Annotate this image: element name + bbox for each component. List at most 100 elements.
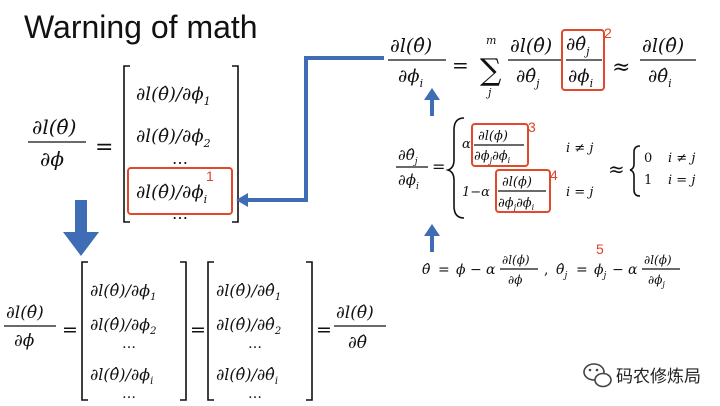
approx-case2-condition: i = j bbox=[668, 173, 695, 188]
update-grad-denominator-2: ∂ϕj bbox=[648, 273, 665, 289]
watermark-text: 码农修炼局 bbox=[616, 367, 701, 387]
lhs-denominator: ∂ϕ bbox=[40, 147, 64, 171]
bottom-vec2-entry-i: ∂l(θ̂)/∂θ̂i bbox=[216, 365, 278, 387]
approx-sign-2: ≈ bbox=[608, 157, 625, 181]
update-comma: , bbox=[544, 262, 548, 278]
highlight-box-2 bbox=[561, 29, 605, 91]
wechat-icon bbox=[583, 363, 612, 388]
bottom-vec1-ellipsis-1: … bbox=[122, 336, 136, 352]
bottom-vec2-right-bracket bbox=[306, 261, 313, 401]
chain-right-numerator: ∂θ̂j bbox=[566, 34, 590, 58]
piece-brace bbox=[445, 117, 465, 219]
highlight-box-1 bbox=[127, 167, 233, 215]
case1-denominator: ∂ϕj∂ϕi bbox=[474, 149, 511, 165]
vector-entry-1: ∂l(θ̂)/∂ϕ1 bbox=[136, 84, 211, 108]
bottom-vec2-left-bracket bbox=[207, 261, 214, 401]
update-rule-equation: θ̂ = ϕ − α ∂l(ϕ) ∂ϕ , θ̂j = ϕj 5 − α ∂l(… bbox=[422, 241, 680, 289]
update-phi: ϕ bbox=[456, 262, 466, 278]
update-alpha-1: α bbox=[486, 262, 496, 278]
bottom-vec2-entry-2: ∂l(θ̂)/∂θ̂2 bbox=[216, 315, 281, 337]
update-minus-2: − bbox=[612, 262, 624, 278]
chain-lhs-numerator: ∂l(θ̂) bbox=[390, 35, 432, 57]
bottom-vec1-ellipsis-2: … bbox=[122, 386, 136, 402]
up-arrow-small-2 bbox=[424, 224, 440, 252]
piece-lhs-numerator: ∂θ̂j bbox=[398, 146, 418, 167]
case2-condition: i = j bbox=[566, 185, 593, 200]
connector-line bbox=[244, 56, 384, 202]
bottom-vec2-ellipsis-1: … bbox=[248, 336, 262, 352]
chain-approx-denominator: ∂θ̂i bbox=[648, 66, 672, 90]
approx-case2-value: 1 bbox=[644, 173, 652, 188]
chain-rule-equation: ∂l(θ̂) ∂ϕi = ∑ m j ∂l(θ̂) ∂θ̂j ∂θ̂j ∂ϕi … bbox=[388, 25, 696, 99]
bottom-vec1-entry-i: ∂l(θ̂)/∂ϕi bbox=[90, 365, 153, 387]
lhs-numerator: ∂l(θ̂) bbox=[32, 115, 76, 139]
update-theta-hat: θ̂ bbox=[422, 262, 431, 278]
bottom-equals-1: = bbox=[62, 319, 78, 341]
up-arrow-small-1 bbox=[424, 88, 440, 116]
right-bracket bbox=[232, 65, 239, 223]
vector-entry-2: ∂l(θ̂)/∂ϕ2 bbox=[136, 126, 211, 150]
approx-sign-1: ≈ bbox=[612, 55, 630, 80]
bottom-lhs-numerator: ∂l(θ̂) bbox=[6, 303, 44, 323]
update-grad-denominator-1: ∂ϕ bbox=[508, 273, 522, 287]
bottom-rhs-denominator: ∂θ̂ bbox=[348, 333, 367, 353]
bottom-rhs-numerator: ∂l(θ̂) bbox=[336, 303, 374, 323]
marker-3: 3 bbox=[528, 119, 536, 135]
update-phi-j: ϕj bbox=[594, 262, 607, 281]
update-equals-2: = bbox=[576, 262, 588, 278]
case1-numerator: ∂l(ϕ) bbox=[478, 129, 508, 144]
highlight-box-4 bbox=[495, 169, 551, 213]
update-grad-numerator-1: ∂l(ϕ) bbox=[502, 253, 530, 267]
slide-title: Warning of math bbox=[24, 9, 258, 45]
marker-4: 4 bbox=[550, 167, 558, 183]
approx-case1-condition: i ≠ j bbox=[668, 151, 695, 166]
bottom-vec1-left-bracket bbox=[81, 261, 88, 401]
approx-brace bbox=[629, 145, 641, 197]
chain-right-denominator: ∂ϕi bbox=[568, 66, 593, 90]
update-minus-1: − bbox=[470, 262, 482, 278]
vector-ellipsis-2: … bbox=[172, 204, 188, 223]
chain-mid-numerator: ∂l(θ̂) bbox=[510, 35, 552, 57]
gradient-equality-row: ∂l(θ̂) ∂ϕ = ∂l(θ̂)/∂ϕ1 ∂l(θ̂)/∂ϕ2 … ∂l(θ… bbox=[4, 261, 386, 402]
vector-ellipsis-1: … bbox=[172, 149, 188, 168]
sum-lower: j bbox=[485, 86, 492, 99]
approx-case1-value: 0 bbox=[644, 151, 652, 166]
bottom-vec1-entry-2: ∂l(θ̂)/∂ϕ2 bbox=[90, 315, 156, 337]
bottom-equals-3: = bbox=[316, 319, 332, 341]
marker-1: 1 bbox=[206, 168, 214, 184]
marker-2: 2 bbox=[604, 25, 612, 41]
update-theta-hat-j: θ̂j bbox=[556, 262, 567, 281]
equals-sign: = bbox=[95, 135, 113, 160]
chain-approx-numerator: ∂l(θ̂) bbox=[642, 35, 684, 57]
bottom-vec2-ellipsis-2: … bbox=[248, 386, 262, 402]
bottom-vec1-entry-1: ∂l(θ̂)/∂ϕ1 bbox=[90, 281, 156, 303]
highlight-box-3 bbox=[471, 123, 529, 167]
update-alpha-2: α bbox=[628, 262, 638, 278]
gradient-column-equation: ∂l(θ̂) ∂ϕ = ∂l(θ̂)/∂ϕ1 ∂l(θ̂)/∂ϕ2 … ∂l(θ… bbox=[28, 65, 239, 223]
case1-alpha: α bbox=[462, 137, 471, 152]
left-bracket bbox=[123, 65, 130, 223]
update-equals-1: = bbox=[438, 262, 450, 278]
update-grad-numerator-2: ∂l(ϕ) bbox=[644, 253, 672, 267]
sum-sign: ∑ bbox=[480, 53, 502, 88]
chain-mid-denominator: ∂θ̂j bbox=[516, 66, 540, 90]
piece-equals: = bbox=[432, 157, 445, 176]
case2-denominator: ∂ϕj∂ϕi bbox=[498, 196, 535, 212]
case2-numerator: ∂l(ϕ) bbox=[502, 175, 532, 190]
chain-equals: = bbox=[452, 53, 469, 77]
vector-entry-i: ∂l(θ̂)/∂ϕi bbox=[136, 182, 207, 206]
bottom-equals-2: = bbox=[190, 319, 206, 341]
down-arrow-large bbox=[63, 200, 99, 256]
piece-lhs-denominator: ∂ϕi bbox=[398, 171, 419, 192]
connector-arrowhead bbox=[236, 193, 248, 207]
watermark: 码农修炼局 bbox=[583, 363, 701, 388]
bottom-vec2-entry-1: ∂l(θ̂)/∂θ̂1 bbox=[216, 281, 281, 303]
case2-one-minus-alpha: 1−α bbox=[462, 185, 490, 200]
sum-upper: m bbox=[486, 34, 496, 47]
bottom-lhs-denominator: ∂ϕ bbox=[14, 331, 35, 351]
chain-lhs-denominator: ∂ϕi bbox=[398, 66, 423, 90]
marker-5: 5 bbox=[596, 241, 604, 257]
piecewise-derivative: ∂θ̂j ∂ϕi = α ∂l(ϕ) ∂ϕj∂ϕi 3 i ≠ j 1−α ∂l… bbox=[396, 117, 695, 219]
